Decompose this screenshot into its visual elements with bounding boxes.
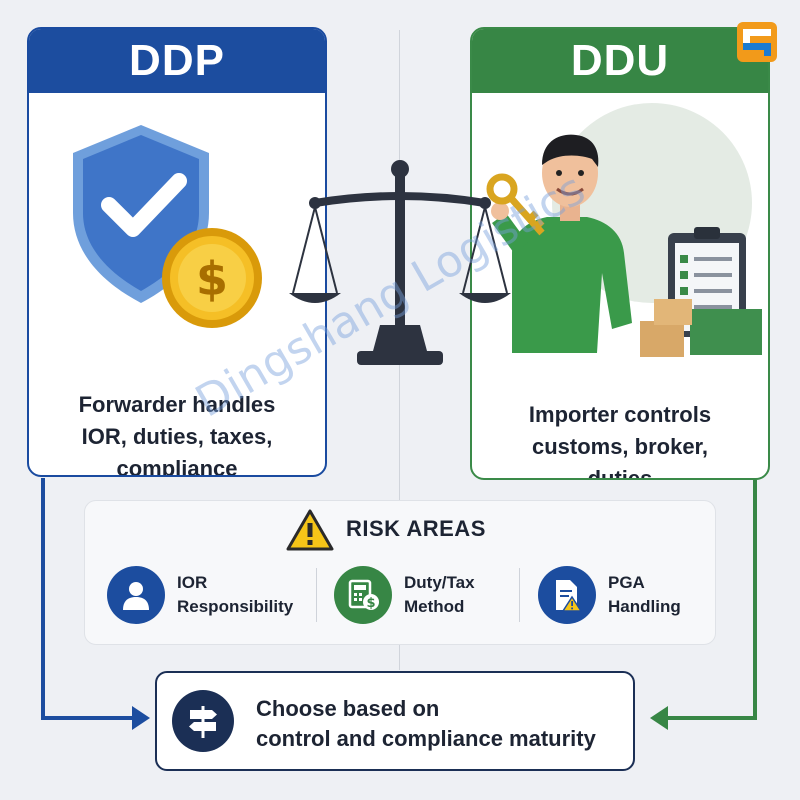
risk-areas-title: RISK AREAS <box>346 516 486 541</box>
ddp-card: DDP $ Forwarder handles IOR, duties, tax… <box>27 27 327 477</box>
ddp-description-line: IOR, duties, taxes, <box>81 424 273 449</box>
risk-label-line: Handling <box>608 597 681 616</box>
ddu-arrow-line <box>664 480 757 720</box>
person-icon <box>107 566 165 624</box>
risk-label-line: PGA <box>608 573 645 592</box>
choose-text-line: Choose based on <box>256 696 440 721</box>
document-warning-icon <box>538 566 596 624</box>
risk-label-duty-tax: Duty/Tax Method <box>404 571 475 619</box>
signpost-icon <box>172 690 234 752</box>
person-holding-key-icon <box>491 134 632 353</box>
ddu-arrow-head <box>650 706 668 730</box>
risk-label-line: Duty/Tax <box>404 573 475 592</box>
risk-label-line: Responsibility <box>177 597 294 616</box>
cardboard-boxes-icon <box>640 299 692 357</box>
ddu-description: Importer controls customs, broker, dutie… <box>472 399 768 480</box>
risk-label-line: IOR <box>177 573 208 592</box>
dollar-coin-icon: $ <box>162 228 262 328</box>
ddp-title: DDP <box>129 36 225 85</box>
risk-separator <box>316 568 317 622</box>
risk-item-duty-tax: $ Duty/Tax Method <box>334 566 475 624</box>
risk-item-ior: IOR Responsibility <box>107 566 293 624</box>
ddp-arrow-head <box>132 706 150 730</box>
risk-separator <box>519 568 520 622</box>
shipping-container-icon <box>690 309 762 355</box>
svg-text:$: $ <box>196 252 228 306</box>
risk-item-pga: PGA Handling <box>538 566 681 624</box>
ddp-header: DDP <box>29 29 325 93</box>
ddp-arrow-line <box>41 478 136 720</box>
ddu-title: DDU <box>570 36 670 85</box>
ddu-header: DDU <box>472 29 768 93</box>
ddp-body: $ Forwarder handles IOR, duties, taxes, … <box>29 93 325 475</box>
risk-label-pga: PGA Handling <box>608 571 681 619</box>
brand-logo-icon <box>737 22 777 62</box>
risk-label-ior: IOR Responsibility <box>177 571 293 619</box>
choose-recommendation-box <box>155 671 635 771</box>
importer-illustration <box>486 103 762 357</box>
ddu-description-line: duties <box>587 466 653 480</box>
ddp-description: Forwarder handles IOR, duties, taxes, co… <box>29 389 325 477</box>
warning-triangle-icon <box>286 509 334 551</box>
choose-text-line: control and compliance maturity <box>256 726 596 751</box>
key-icon <box>486 173 545 236</box>
balance-scale-icon <box>289 160 511 365</box>
ddp-description-line: Forwarder handles <box>78 392 276 417</box>
choose-text: Choose based on control and compliance m… <box>256 694 596 754</box>
ddu-body: Importer controls customs, broker, dutie… <box>472 93 768 478</box>
svg-text:$: $ <box>366 596 375 611</box>
risk-label-line: Method <box>404 597 465 616</box>
ddu-description-line: Importer controls <box>528 402 712 427</box>
ddu-description-line: customs, broker, <box>531 434 709 459</box>
ddu-card: DDU <box>470 27 770 480</box>
calculator-dollar-icon: $ <box>334 566 392 624</box>
ddp-description-line: compliance <box>116 456 238 477</box>
risk-areas-panel <box>84 500 716 645</box>
